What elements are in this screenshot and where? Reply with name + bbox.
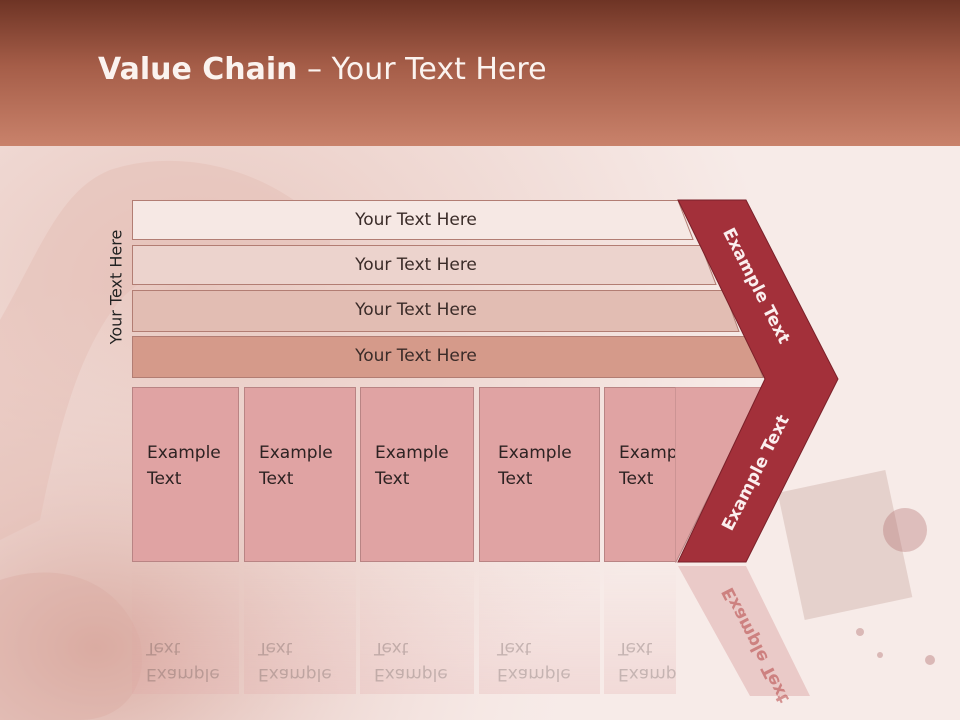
chevron-arrow (677, 199, 839, 563)
box-5-line2: Text (619, 469, 654, 489)
box-2-reflection: Example Text (244, 564, 356, 694)
box-1-line2: Text (147, 469, 182, 489)
bar-1-shape (132, 200, 694, 240)
bar-2-shape (132, 245, 717, 285)
bar-4-label: Your Text Here (355, 346, 477, 366)
box-3-reflection-line1: Example (374, 664, 448, 684)
box-3-reflection-text: Example Text (374, 635, 448, 687)
box-4-line2: Text (498, 469, 533, 489)
chevron-reflection (678, 566, 810, 696)
header-band (0, 0, 960, 146)
box-1-line1: Example (147, 443, 221, 463)
box-5-reflection-text: Example Text (618, 635, 676, 687)
box-2-reflection-line2: Text (258, 638, 293, 658)
box-1-reflection: Example Text (132, 564, 239, 694)
box-4-reflection-line1: Example (497, 664, 571, 684)
bar-2-label: Your Text Here (355, 255, 477, 275)
slide-title: Value Chain – Your Text Here (98, 52, 547, 87)
box-5-reflection-line2: Text (618, 638, 653, 658)
box-3-reflection-line2: Text (374, 638, 409, 658)
title-rest: – Your Text Here (297, 52, 547, 87)
box-5-reflection: Example Text (604, 564, 676, 694)
bar-1[interactable]: Your Text Here (132, 200, 694, 240)
box-4-reflection-line2: Text (497, 638, 532, 658)
box-5-reflection-line1: Example (618, 664, 676, 684)
bar-3-label: Your Text Here (355, 300, 477, 320)
box-2-reflection-text: Example Text (258, 635, 332, 687)
box-1-reflection-line1: Example (146, 664, 220, 684)
box-2-line2: Text (259, 469, 294, 489)
side-label: Your Text Here (106, 229, 126, 345)
box-4-reflection: Example Text (479, 564, 600, 694)
box-1-reflection-text: Example Text (146, 635, 220, 687)
box-4-line1: Example (498, 443, 572, 463)
bar-3-shape (132, 290, 740, 332)
bar-4[interactable]: Your Text Here (132, 336, 764, 378)
box-3-reflection: Example Text (360, 564, 474, 694)
bar-4-shape (132, 336, 764, 378)
box-4-reflection-text: Example Text (497, 635, 571, 687)
box-2-reflection-line1: Example (258, 664, 332, 684)
box-3-line2: Text (375, 469, 410, 489)
bar-3[interactable]: Your Text Here (132, 290, 740, 332)
bar-2[interactable]: Your Text Here (132, 245, 717, 285)
bar-1-label: Your Text Here (355, 210, 477, 230)
box-5-line1: Example (619, 443, 693, 463)
chevron-shape (677, 199, 839, 563)
box-1-reflection-line2: Text (146, 638, 181, 658)
box-3-line1: Example (375, 443, 449, 463)
box-2-line1: Example (259, 443, 333, 463)
title-bold: Value Chain (98, 52, 298, 87)
